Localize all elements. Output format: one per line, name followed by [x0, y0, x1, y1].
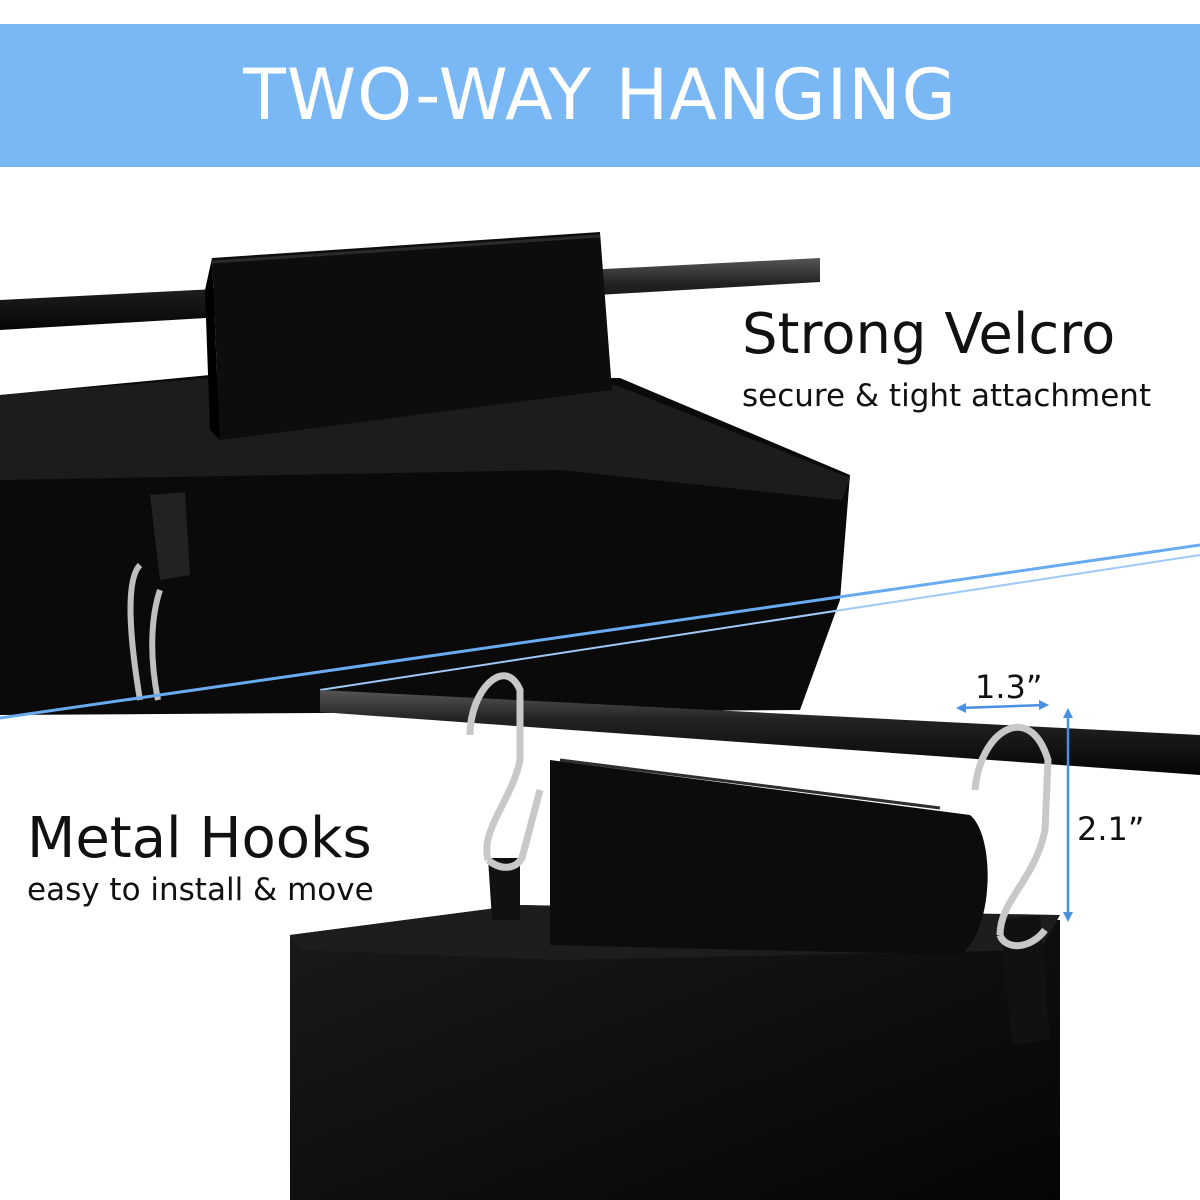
hooks-subtitle: easy to install & move	[27, 872, 374, 908]
height-dimension-marker	[1063, 708, 1073, 922]
title-banner: TWO-WAY HANGING	[0, 24, 1200, 167]
divider-line-shadow	[319, 554, 1200, 691]
right-metal-hook	[971, 723, 1052, 950]
banner-title: TWO-WAY HANGING	[243, 54, 957, 136]
divider-line	[0, 543, 1200, 720]
width-dimension-label: 1.3”	[975, 668, 1043, 706]
lower-rod	[320, 690, 1200, 775]
lower-box	[290, 905, 1060, 1200]
velcro-subtitle: secure & tight attachment	[742, 378, 1152, 414]
upper-hook	[127, 562, 163, 701]
velcro-title: Strong Velcro	[742, 302, 1116, 367]
upper-strap	[150, 492, 190, 580]
width-dimension-marker	[956, 700, 1049, 713]
left-strap	[488, 858, 520, 920]
velcro-flap-back	[205, 258, 220, 440]
rolled-flap	[550, 760, 988, 955]
velcro-flap	[212, 232, 612, 440]
velcro-illustration	[0, 232, 850, 715]
hooks-title: Metal Hooks	[27, 806, 372, 871]
hooks-illustration	[290, 672, 1200, 1200]
left-metal-hook	[466, 672, 544, 871]
height-dimension-label: 2.1”	[1077, 810, 1145, 848]
